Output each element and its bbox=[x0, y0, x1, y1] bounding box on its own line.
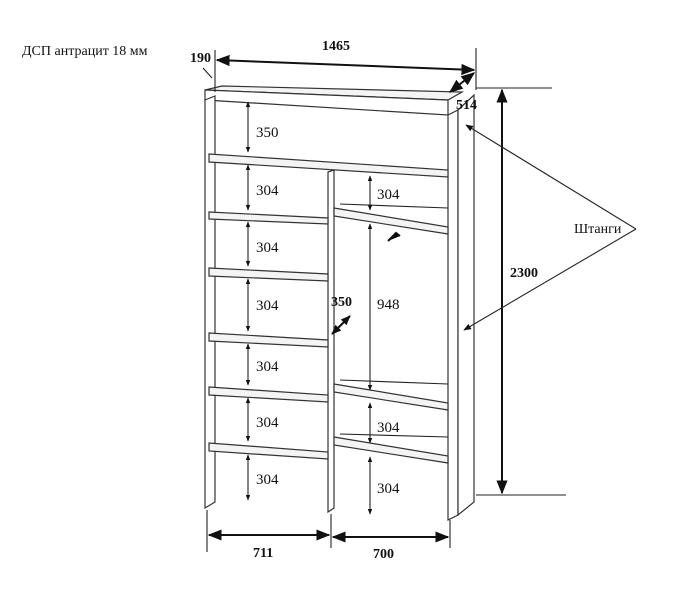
dim-right-width: 700 bbox=[373, 547, 394, 562]
dim-line-width bbox=[215, 54, 476, 76]
dim-total-height: 2300 bbox=[510, 266, 538, 281]
right-dimensions: 304 948 304 304 bbox=[367, 175, 400, 515]
shelf-left-4 bbox=[208, 386, 329, 403]
rod-pointer-upper bbox=[465, 124, 637, 230]
shelf-left-5 bbox=[208, 442, 329, 460]
dim-left-2: 304 bbox=[256, 240, 279, 256]
dim-right-2: 304 bbox=[377, 481, 400, 497]
shelf-top-full bbox=[208, 153, 449, 178]
rods-callout: Штанги bbox=[463, 124, 637, 331]
dim-line-shelf-depth bbox=[331, 315, 351, 335]
left-dimensions: 350 304 304 304 304 304 304 bbox=[245, 101, 279, 501]
dim-left-3: 304 bbox=[256, 298, 279, 314]
shelf-right-upper-back bbox=[339, 203, 449, 209]
material-note: ДСП антрацит 18 мм bbox=[22, 44, 148, 59]
middle-divider bbox=[327, 169, 335, 514]
dim-depth: 514 bbox=[456, 98, 477, 113]
overall-dimensions: 1465 190 514 2300 711 700 bbox=[190, 39, 566, 562]
dim-right-1: 304 bbox=[377, 420, 400, 436]
dim-left-1: 304 bbox=[256, 183, 279, 199]
dim-line-depth bbox=[448, 72, 476, 93]
left-side-panel bbox=[204, 95, 216, 510]
dim-hanging: 948 bbox=[377, 297, 400, 313]
right-shelves bbox=[333, 203, 449, 464]
rod-hook bbox=[387, 231, 401, 242]
right-side-panel bbox=[457, 93, 475, 517]
dim-top-offset: 190 bbox=[190, 51, 211, 66]
shelf-left-1 bbox=[208, 211, 329, 225]
wardrobe-carcass bbox=[204, 85, 475, 521]
dim-shelf-depth: 350 bbox=[331, 295, 352, 310]
shelf-right-1 bbox=[333, 383, 449, 411]
dim-left-width: 711 bbox=[253, 546, 273, 561]
shelf-right-2 bbox=[333, 436, 449, 464]
dim-top-compartment: 350 bbox=[256, 125, 279, 141]
rods-label: Штанги bbox=[574, 222, 622, 237]
dim-line-offset bbox=[202, 67, 213, 79]
shelf-left-2 bbox=[208, 267, 329, 282]
shelf-right-1-back bbox=[339, 379, 449, 385]
dim-left-5: 304 bbox=[256, 415, 279, 431]
dim-total-width: 1465 bbox=[322, 39, 350, 54]
dim-left-6: 304 bbox=[256, 472, 279, 488]
rod-pointer-lower bbox=[463, 228, 637, 331]
left-shelves bbox=[208, 153, 449, 460]
shelf-right-2-back bbox=[339, 433, 449, 438]
dim-left-4: 304 bbox=[256, 359, 279, 375]
dim-right-top: 304 bbox=[377, 187, 400, 203]
shelf-left-3 bbox=[208, 332, 329, 348]
right-side-panel-edge bbox=[447, 109, 459, 521]
shelf-right-upper bbox=[333, 207, 449, 235]
